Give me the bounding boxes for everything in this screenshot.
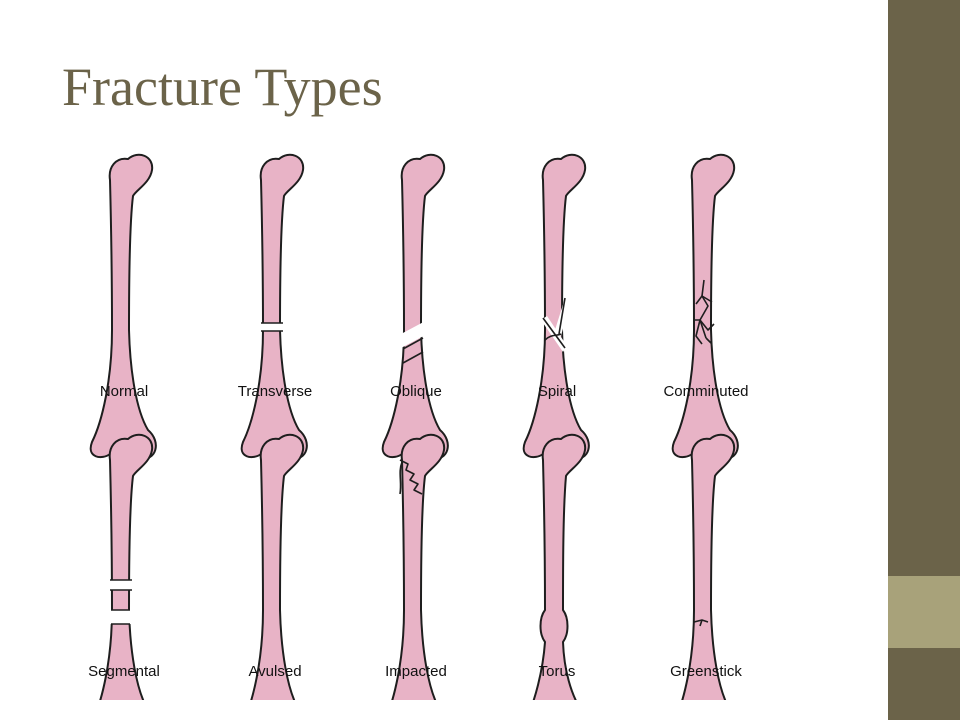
fracture-label-impacted: Impacted: [385, 663, 447, 680]
bone-outline: [522, 433, 590, 700]
fracture-label-normal: Normal: [100, 383, 148, 400]
fracture-line: [399, 461, 403, 495]
segmental-fracture-bone: [89, 433, 157, 700]
sidebar-accent-block: [888, 576, 960, 648]
fracture-line: [705, 337, 713, 345]
bone-outline: [240, 433, 308, 700]
slide: Fracture Types Normal Transverse Oblique Sp…: [62, 57, 790, 700]
comminuted-fracture-bone: [671, 153, 739, 462]
oblique-fracture-bone: [381, 153, 449, 462]
fracture-label-transverse: Transverse: [238, 383, 312, 400]
bone-outline: [522, 153, 590, 462]
fracture-label-segmental: Segmental: [88, 663, 160, 680]
normal-fracture-bone: [89, 153, 157, 462]
fracture-line: [402, 337, 424, 350]
fracture-diagram: Normal Transverse Oblique Spiral ComminutedS…: [88, 153, 749, 700]
fracture-line: [694, 319, 715, 331]
fracture-line: [695, 319, 703, 345]
spiral-fracture-bone: [522, 153, 590, 462]
fracture-gap: [94, 610, 154, 624]
fracture-label-avulsed: Avulsed: [248, 663, 301, 680]
fracture-line: [699, 619, 703, 627]
fracture-label-greenstick: Greenstick: [670, 663, 742, 680]
bone-outline: [381, 153, 449, 462]
fracture-line: [558, 297, 566, 335]
fracture-gap: [94, 580, 154, 590]
fracture-line: [699, 279, 709, 339]
slide-title: Fracture Types: [62, 57, 383, 117]
fracture-line: [402, 351, 424, 364]
fracture-label-spiral: Spiral: [538, 383, 576, 400]
bone-outline: [89, 153, 157, 462]
bone-outline: [671, 153, 739, 462]
fracture-line: [542, 317, 566, 349]
fracture-gap: [555, 298, 571, 336]
fracture-line: [399, 459, 423, 495]
fracture-line: [695, 295, 713, 305]
fracture-gap: [245, 323, 305, 331]
fracture-label-oblique: Oblique: [390, 383, 442, 400]
bone-outline: [381, 433, 449, 700]
transverse-fracture-bone: [240, 153, 308, 462]
torus-fracture-bone: [522, 433, 590, 700]
fracture-label-comminuted: Comminuted: [663, 383, 748, 400]
impacted-fracture-bone: [381, 433, 449, 700]
fracture-line: [544, 333, 562, 341]
greenstick-fracture-bone: [671, 433, 739, 700]
avulsed-fracture-bone: [240, 433, 308, 700]
bone-outline: [240, 153, 308, 462]
fracture-gap: [386, 310, 446, 356]
bone-outline: [89, 433, 157, 700]
fracture-label-torus: Torus: [539, 663, 576, 680]
bone-outline: [671, 433, 739, 700]
